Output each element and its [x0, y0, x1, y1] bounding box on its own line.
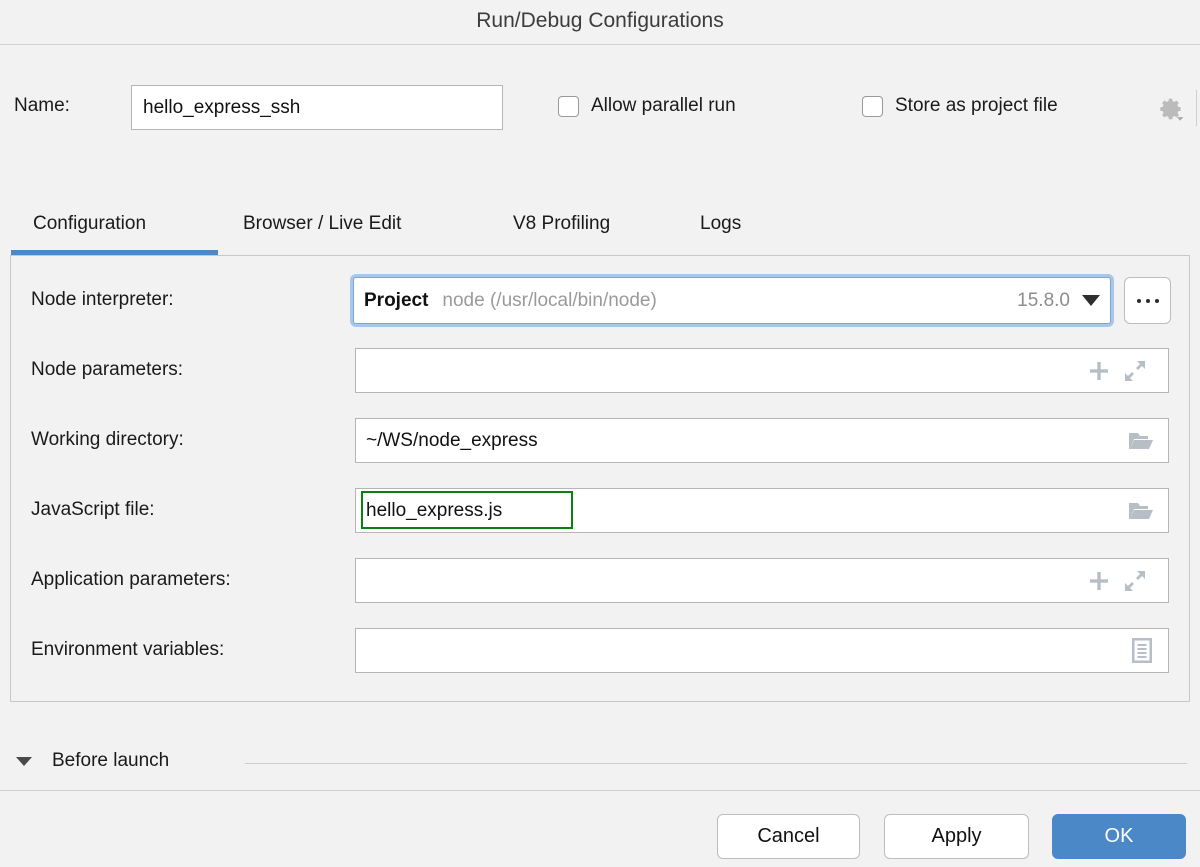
dialog-title: Run/Debug Configurations: [476, 9, 724, 32]
tab-browser-live-edit[interactable]: Browser / Live Edit: [243, 213, 402, 234]
javascript-file-input[interactable]: hello_express.js: [355, 488, 1169, 533]
node-interpreter-select[interactable]: Project node (/usr/local/bin/node) 15.8.…: [353, 277, 1111, 324]
active-tab-indicator: [11, 250, 218, 255]
ellipsis-icon: [1136, 298, 1141, 303]
folder-icon[interactable]: [1128, 500, 1154, 522]
environment-variables-input[interactable]: [355, 628, 1169, 673]
application-parameters-label: Application parameters:: [31, 569, 231, 590]
dialog-title-bar: Run/Debug Configurations: [0, 0, 1200, 45]
node-interpreter-version: 15.8.0: [1017, 289, 1070, 311]
node-interpreter-label: Node interpreter:: [31, 289, 174, 310]
tab-configuration[interactable]: Configuration: [33, 213, 147, 234]
name-input[interactable]: hello_express_ssh: [131, 85, 503, 130]
tab-v8-profiling[interactable]: V8 Profiling: [513, 213, 611, 234]
working-directory-value: ~/WS/node_express: [366, 429, 538, 451]
folder-icon[interactable]: [1128, 430, 1154, 452]
node-parameters-input[interactable]: [355, 348, 1169, 393]
name-label: Name:: [14, 95, 70, 116]
configuration-panel: [10, 255, 1190, 702]
javascript-file-value: hello_express.js: [366, 499, 503, 521]
before-launch-collapse-icon[interactable]: [16, 757, 32, 766]
gear-icon[interactable]: [1159, 96, 1185, 122]
list-document-icon[interactable]: [1132, 638, 1152, 663]
footer-divider: [0, 790, 1200, 791]
before-launch-divider: [245, 763, 1187, 764]
node-interpreter-browse-button[interactable]: [1124, 277, 1171, 324]
tab-logs[interactable]: Logs: [700, 213, 742, 234]
ellipsis-icon: [1154, 298, 1159, 303]
node-interpreter-prefix: Project: [364, 289, 429, 311]
tab-bar: Configuration Browser / Live Edit V8 Pro…: [0, 200, 1200, 256]
expand-icon[interactable]: [1124, 570, 1146, 592]
store-as-project-file-label: Store as project file: [895, 95, 1058, 116]
node-parameters-label: Node parameters:: [31, 359, 184, 380]
ok-button[interactable]: OK: [1052, 814, 1186, 859]
plus-icon[interactable]: [1088, 360, 1110, 382]
working-directory-label: Working directory:: [31, 429, 184, 450]
allow-parallel-run-label: Allow parallel run: [591, 95, 736, 116]
plus-icon[interactable]: [1088, 570, 1110, 592]
javascript-file-label: JavaScript file:: [31, 499, 155, 520]
right-edge-clipped-control: [1196, 90, 1200, 126]
allow-parallel-run-checkbox[interactable]: Allow parallel run: [558, 95, 736, 117]
chevron-down-icon[interactable]: [1082, 295, 1100, 306]
environment-variables-label: Environment variables:: [31, 639, 225, 660]
before-launch-label[interactable]: Before launch: [52, 750, 170, 771]
working-directory-input[interactable]: ~/WS/node_express: [355, 418, 1169, 463]
node-interpreter-path: node (/usr/local/bin/node): [442, 289, 657, 311]
apply-button[interactable]: Apply: [884, 814, 1029, 859]
ellipsis-icon: [1145, 298, 1150, 303]
checkbox-box[interactable]: [862, 95, 883, 117]
cancel-button[interactable]: Cancel: [717, 814, 860, 859]
checkbox-box[interactable]: [558, 95, 579, 117]
store-as-project-file-checkbox[interactable]: Store as project file: [862, 95, 1058, 117]
expand-icon[interactable]: [1124, 360, 1146, 382]
application-parameters-input[interactable]: [355, 558, 1169, 603]
